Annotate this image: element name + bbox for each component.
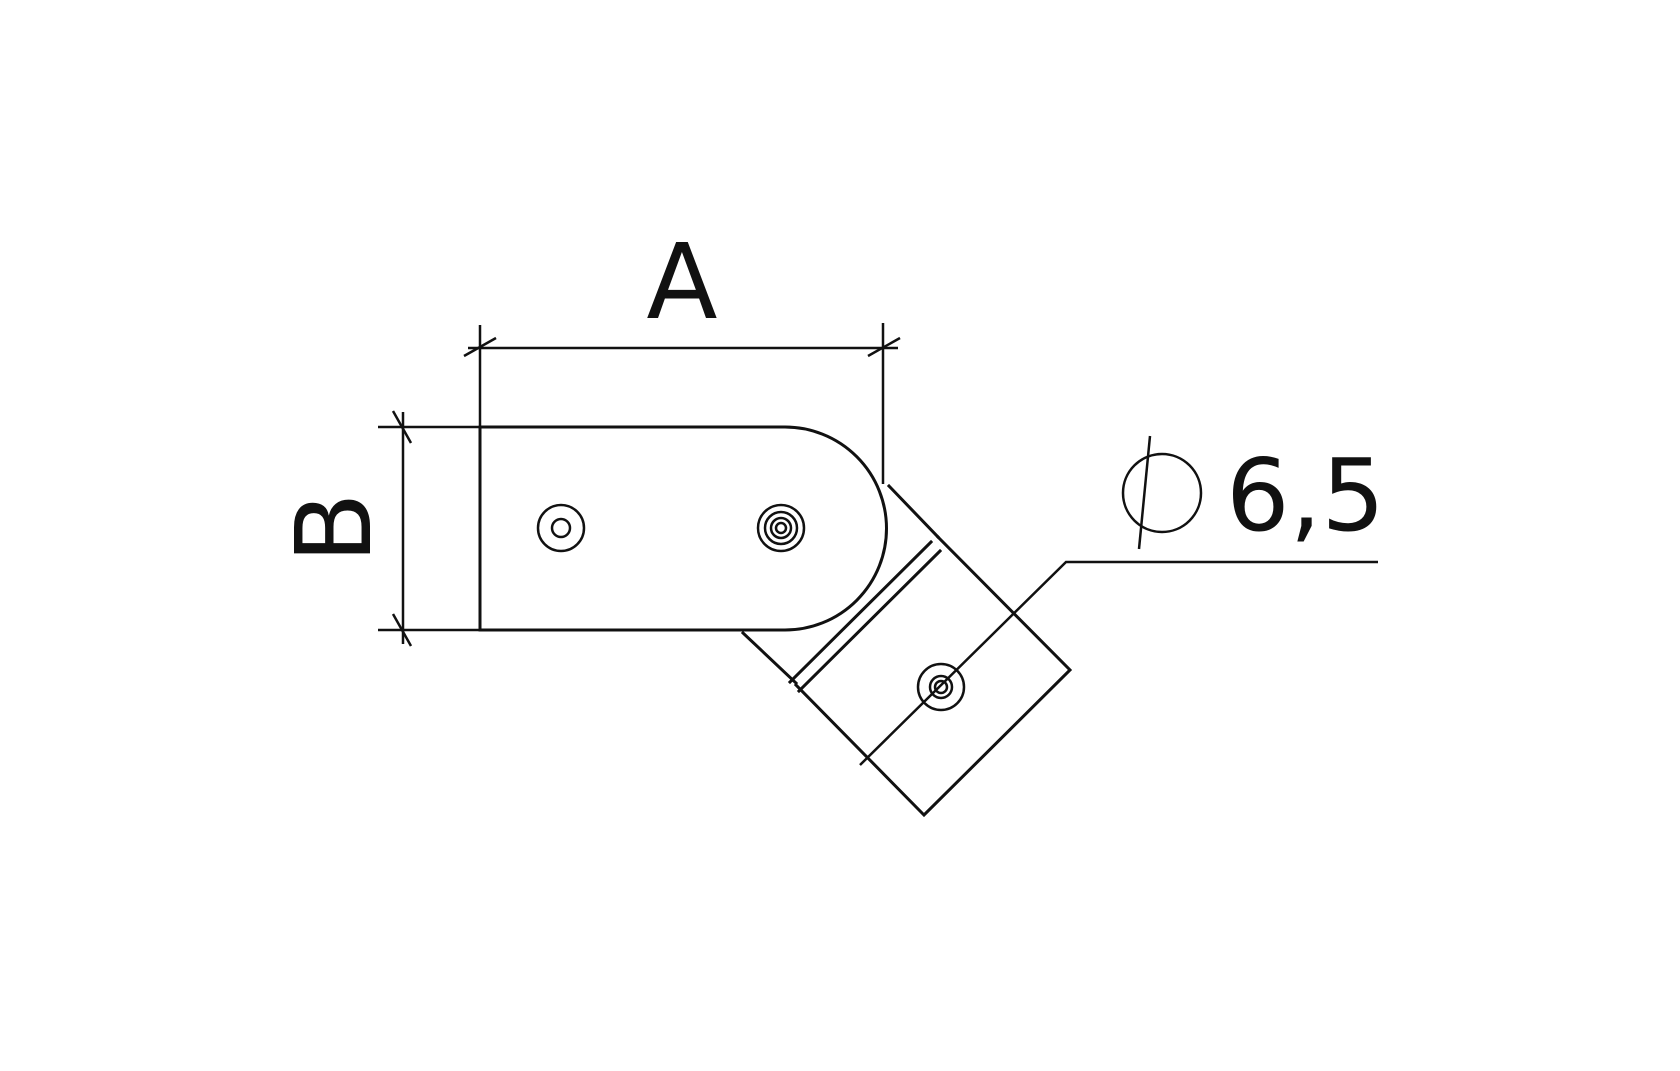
hole-diameter-callout: 6,5 [859, 435, 1385, 766]
dimension-a: A [463, 221, 901, 628]
diameter-symbol-circle [1121, 452, 1203, 534]
set-screw-outer [916, 662, 966, 712]
pivot-screw-ring [763, 510, 799, 546]
diameter-symbol-slash [1137, 435, 1152, 550]
set-screw-core [933, 679, 949, 695]
dimension-b-label: B [273, 492, 395, 563]
pivot-screw-core [774, 521, 788, 535]
wall-plate [478, 425, 888, 632]
plate-hole-left-outer [536, 503, 586, 553]
tube-socket [740, 483, 1073, 818]
plate-hole-left-inner [550, 517, 572, 539]
dimension-a-label: A [646, 221, 717, 343]
hole-diameter-value: 6,5 [1226, 437, 1385, 554]
dimension-a-tick-right [867, 336, 901, 358]
hinge-edge-lower [740, 630, 799, 686]
dimension-b-tick-top [391, 410, 413, 444]
leader-line [859, 560, 1378, 766]
hinge-edge-upper [886, 483, 941, 540]
socket-seam-2 [796, 548, 943, 694]
pivot-screw-outer [756, 503, 806, 553]
socket-body-outline [793, 534, 1073, 818]
dimension-b: B [273, 410, 480, 647]
dimension-b-tick-bottom [391, 613, 413, 647]
wall-plate-outline [478, 425, 888, 632]
pivot-screw-inner [769, 516, 793, 540]
socket-seam-1 [787, 539, 934, 685]
dimension-a-tick-left [463, 336, 497, 358]
set-screw-inner [928, 674, 954, 700]
